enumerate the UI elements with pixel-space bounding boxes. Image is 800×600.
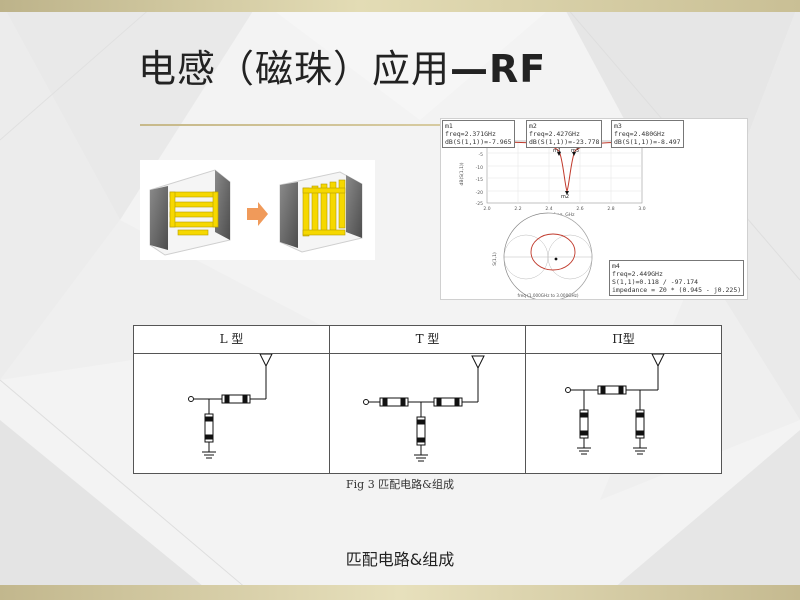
- y-axis-label: dB(S(1,1)): [459, 162, 465, 185]
- s11-simulation-plot: m1 m3 m2 0 -5 -10 -15 -20 -25 2.0 2.2 2.…: [440, 118, 748, 302]
- matching-circuits: [188, 354, 665, 462]
- x-tick: 2.0: [483, 206, 490, 212]
- m4-name: m4: [612, 262, 620, 270]
- smith-chart: [503, 212, 593, 302]
- pi-type-circuit: [565, 354, 665, 455]
- figure-caption: Fig 3 匹配电路&组成: [346, 478, 454, 491]
- m2-freq: freq=2.427GHz: [529, 130, 580, 138]
- l-type-circuit: [188, 354, 273, 459]
- y-tick: -5: [479, 152, 484, 158]
- s11-graphs: m1 m3 m2 0 -5 -10 -15 -20 -25 2.0 2.2 2.…: [459, 140, 646, 302]
- bottom-gold-band: [0, 585, 800, 600]
- smith-y-label: S(1,1): [492, 252, 498, 266]
- m3-db: dB(S(1,1))=-8.497: [614, 138, 681, 146]
- inductor-3d-illustration: [140, 160, 375, 260]
- m4-impedance: impedance = Z0 * (0.945 - j0.225): [612, 286, 742, 294]
- slide-caption: 匹配电路&组成: [345, 550, 455, 569]
- m4-s11: S(1,1)=0.118 / -97.174: [612, 278, 699, 286]
- y-tick: -10: [476, 165, 483, 171]
- column-divider: [525, 326, 526, 473]
- header-pi-type: Π型: [526, 326, 721, 354]
- x-tick: 2.8: [607, 206, 614, 212]
- m3-freq: freq=2.480GHz: [614, 130, 665, 138]
- header-l-type: L 型: [134, 326, 329, 354]
- m2-db: dB(S(1,1))=-23.778: [529, 138, 600, 146]
- t-type-circuit: [363, 355, 485, 462]
- marker-box-m2: m2 freq=2.427GHz dB(S(1,1))=-23.778: [526, 120, 603, 148]
- x-tick: 2.2: [514, 206, 521, 212]
- x-tick: 3.0: [638, 206, 645, 212]
- m1-name: m1: [445, 122, 453, 130]
- m1-db: dB(S(1,1))=-7.965: [445, 138, 512, 146]
- marker-label-m1: m1: [553, 148, 561, 154]
- matching-network-table: L 型 T 型 Π型: [133, 325, 722, 474]
- x-axis-label: freq, GHz: [553, 212, 575, 218]
- title-dash: —: [450, 47, 490, 91]
- marker-label-m2: m2: [561, 194, 569, 200]
- column-divider: [329, 326, 330, 473]
- slide-title: 电感（磁珠）应用—RF: [138, 38, 546, 93]
- top-gold-band: [0, 0, 800, 12]
- title-chinese: 电感（磁珠）应用: [138, 47, 451, 91]
- header-t-type: T 型: [330, 326, 525, 354]
- y-tick: -20: [476, 190, 483, 196]
- x-tick: 2.4: [545, 206, 552, 212]
- m3-name: m3: [614, 122, 622, 130]
- m2-name: m2: [529, 122, 537, 130]
- y-tick: -15: [476, 177, 483, 183]
- m4-freq: freq=2.449GHz: [612, 270, 663, 278]
- inductor-structure-image: [149, 169, 363, 256]
- marker-box-m4: m4 freq=2.449GHz S(1,1)=0.118 / -97.174 …: [609, 260, 745, 296]
- marker-box-m3: m3 freq=2.480GHz dB(S(1,1))=-8.497: [611, 120, 684, 148]
- title-rf: RF: [489, 47, 547, 91]
- m1-freq: freq=2.371GHz: [445, 130, 496, 138]
- smith-x-label: freq (1.000GHz to 3.000GHz): [518, 293, 579, 298]
- marker-label-m3: m3: [571, 148, 579, 154]
- y-tick: -25: [476, 201, 483, 207]
- marker-box-m1: m1 freq=2.371GHz dB(S(1,1))=-7.965: [442, 120, 515, 148]
- x-tick: 2.6: [576, 206, 583, 212]
